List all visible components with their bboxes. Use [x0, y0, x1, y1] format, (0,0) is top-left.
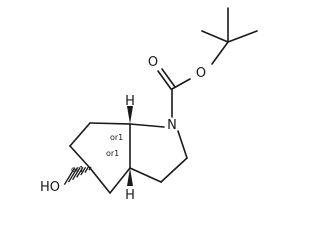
- molecule-structure: O O N HO H H or1 or1 or1: [40, 7, 258, 203]
- atom-label-h-top: H: [125, 94, 135, 109]
- atom-label-hydroxyl: HO: [40, 180, 60, 195]
- bond-tbu-c-methyl-right: [227, 30, 258, 43]
- stereo-label-c7a: or1: [110, 133, 123, 142]
- pyrrolidine-ring: [129, 123, 188, 183]
- cyclohexane-ring: [69, 122, 131, 194]
- stereo-label-c3a: or1: [106, 149, 119, 158]
- hash-bond-c5-oh: [63, 166, 92, 185]
- bond-n-c7a: [129, 123, 165, 128]
- bond-c7-c6: [69, 122, 91, 147]
- stereo-label-c5: or1: [71, 165, 84, 174]
- bond-tbu-c-methyl-left: [201, 30, 229, 43]
- bond-tbu-c-ester-o: [211, 41, 229, 65]
- bond-c3-c3a: [129, 167, 162, 183]
- bond-c7a-c7: [89, 122, 131, 125]
- tert-butyl-group: [201, 7, 258, 65]
- atom-label-nitrogen: N: [167, 118, 177, 133]
- wedge-bond-c3a-h: [127, 168, 133, 186]
- bond-carbonyl-c-o-double-a: [157, 70, 172, 90]
- bond-c2-c3: [160, 157, 188, 183]
- wedge-bond-c7a-h: [127, 106, 133, 124]
- atom-label-carbonyl-oxygen: O: [148, 55, 158, 70]
- bond-c4-c3a: [109, 167, 131, 194]
- bond-n-c2: [177, 130, 188, 159]
- carbamate-group: [157, 68, 191, 118]
- atom-label-h-bottom: H: [125, 188, 135, 203]
- bond-c6-c5: [69, 145, 91, 169]
- bond-c5-c4: [89, 167, 111, 194]
- bond-carbonyl-c-o-double-b: [161, 68, 176, 88]
- atom-label-ester-oxygen: O: [196, 66, 206, 81]
